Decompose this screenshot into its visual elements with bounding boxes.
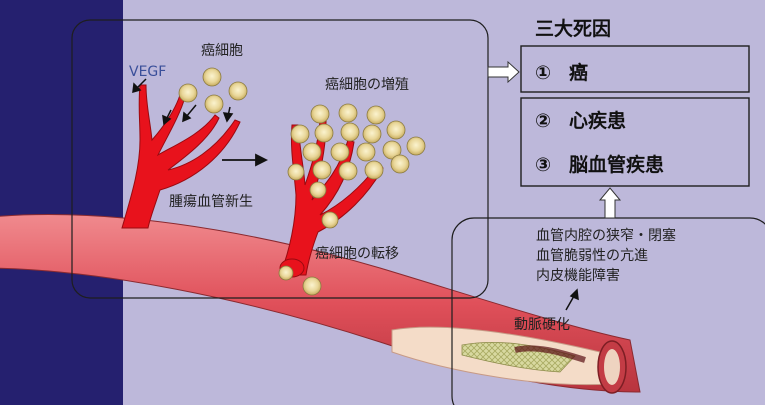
label-arteriosclerosis: 動脈硬化 bbox=[514, 314, 570, 334]
arrow-right-icon bbox=[488, 62, 519, 82]
effect-3: 内皮機能障害 bbox=[536, 265, 620, 285]
left-band bbox=[0, 0, 123, 405]
arrow-up-icon bbox=[600, 188, 620, 218]
progression-arrow bbox=[222, 155, 266, 165]
effect-1: 血管内腔の狭窄・閉塞 bbox=[536, 225, 676, 245]
label-vegf: VEGF bbox=[129, 64, 166, 80]
cause-num-1: ① bbox=[535, 62, 569, 84]
cause-num-3: ③ bbox=[535, 154, 569, 176]
effect-2: 血管脆弱性の亢進 bbox=[536, 245, 648, 265]
arteriosclerosis-arrow bbox=[566, 290, 578, 310]
causes-title: 三大死因 bbox=[535, 14, 611, 41]
label-cancer-cell: 癌細胞 bbox=[201, 40, 243, 60]
label-metastasis: 癌細胞の転移 bbox=[315, 243, 399, 263]
cause-label-1: 癌 bbox=[569, 62, 588, 84]
cause-num-2: ② bbox=[535, 110, 569, 132]
cause-label-2: 心疾患 bbox=[569, 110, 626, 132]
cause-label-3: 脳血管疾患 bbox=[569, 154, 664, 176]
label-proliferation: 癌細胞の増殖 bbox=[325, 74, 409, 94]
label-angiogenesis: 腫瘍血管新生 bbox=[169, 191, 253, 211]
